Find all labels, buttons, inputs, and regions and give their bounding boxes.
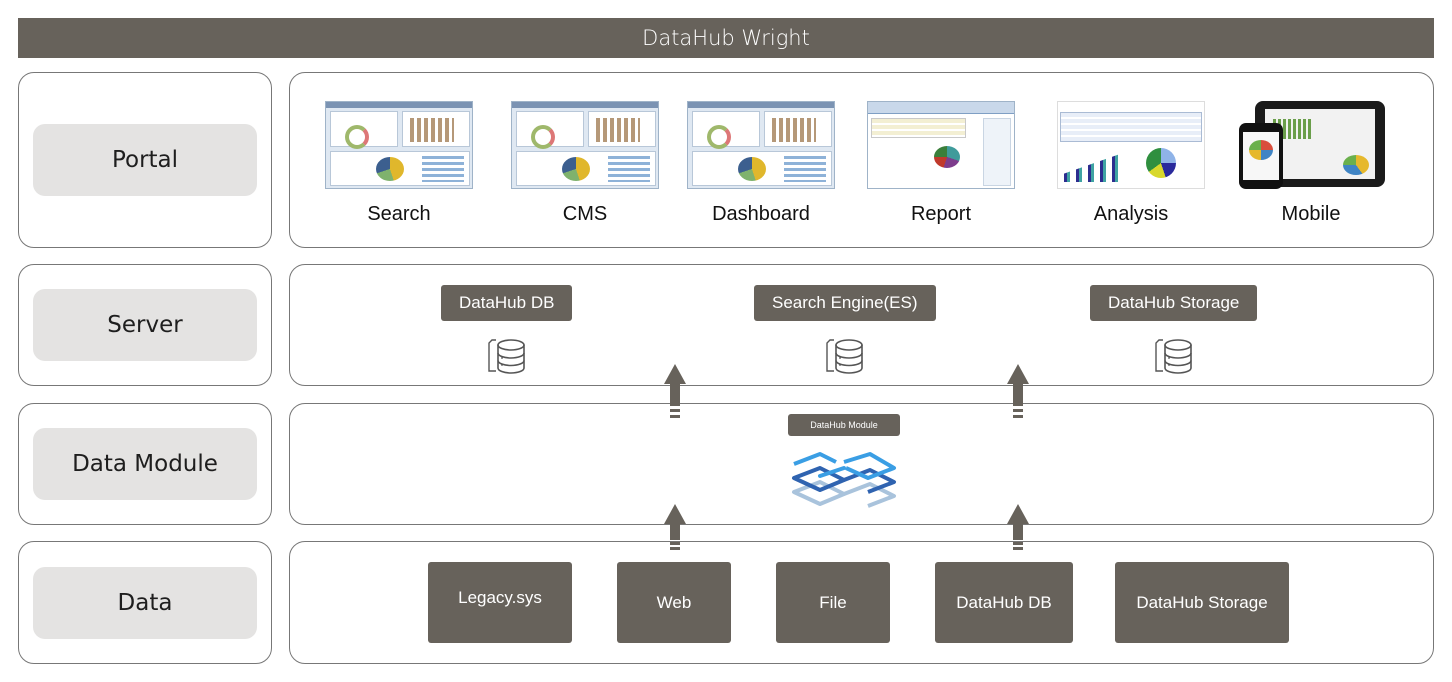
portal-app-cms: CMS	[510, 101, 660, 226]
database-icon	[826, 339, 863, 374]
diagram-title: DataHub Wright	[18, 18, 1434, 58]
data-source-legacy-sys: Legacy.sys	[428, 562, 572, 643]
row-label-text: Portal	[33, 124, 257, 196]
portal-app-analysis: Analysis	[1056, 101, 1206, 226]
row-label-portal: Portal	[18, 72, 272, 248]
row-label-data: Data	[18, 541, 272, 664]
data-source-datahub-db: DataHub DB	[935, 562, 1073, 643]
server-item-datahub-storage: DataHub Storage	[1090, 285, 1258, 375]
app-label: Analysis	[1093, 203, 1169, 225]
row-label-server: Server	[18, 264, 272, 386]
database-icon	[1154, 339, 1192, 374]
data-source-file: File	[776, 562, 890, 643]
server-item-label: DataHub DB	[441, 285, 573, 321]
server-item-search-engine: Search Engine(ES)	[754, 285, 936, 375]
row-label-data-module: Data Module	[18, 403, 272, 525]
app-label: Dashboard	[712, 203, 810, 225]
data-source-datahub-storage: DataHub Storage	[1115, 562, 1289, 643]
portal-app-report: Report	[866, 101, 1016, 226]
row-label-text: Data	[33, 566, 257, 639]
server-item-label: DataHub Storage	[1090, 285, 1258, 321]
dashboard-screenshot-icon	[325, 101, 473, 189]
dashboard-screenshot-icon	[687, 101, 835, 189]
report-screenshot-icon	[867, 101, 1015, 189]
app-label: Search	[367, 203, 431, 225]
database-icon	[488, 339, 525, 374]
data-source-web: Web	[617, 562, 731, 643]
server-item-label: Search Engine(ES)	[754, 285, 936, 321]
app-label: CMS	[562, 203, 608, 225]
layers-icon	[792, 452, 896, 508]
row-label-text: Server	[33, 289, 257, 361]
portal-panel: Search CMS Dashboard Report Analysis Mob…	[289, 72, 1434, 248]
app-label: Mobile	[1281, 203, 1341, 225]
analysis-screenshot-icon	[1057, 101, 1205, 189]
up-arrow-icon	[1007, 504, 1029, 550]
up-arrow-icon	[664, 504, 686, 550]
portal-app-dashboard: Dashboard	[686, 101, 836, 226]
portal-app-mobile: Mobile	[1236, 101, 1386, 226]
app-label: Report	[910, 203, 972, 225]
portal-app-search: Search	[324, 101, 474, 226]
up-arrow-icon	[1007, 364, 1029, 418]
dashboard-screenshot-icon	[511, 101, 659, 189]
datahub-module-label: DataHub Module	[788, 414, 900, 436]
mobile-devices-icon	[1237, 101, 1385, 189]
row-label-text: Data Module	[33, 428, 257, 500]
server-panel: DataHub DB Search Engine(ES) DataHub Sto…	[289, 264, 1434, 386]
up-arrow-icon	[664, 364, 686, 418]
server-item-datahub-db: DataHub DB	[441, 285, 573, 375]
